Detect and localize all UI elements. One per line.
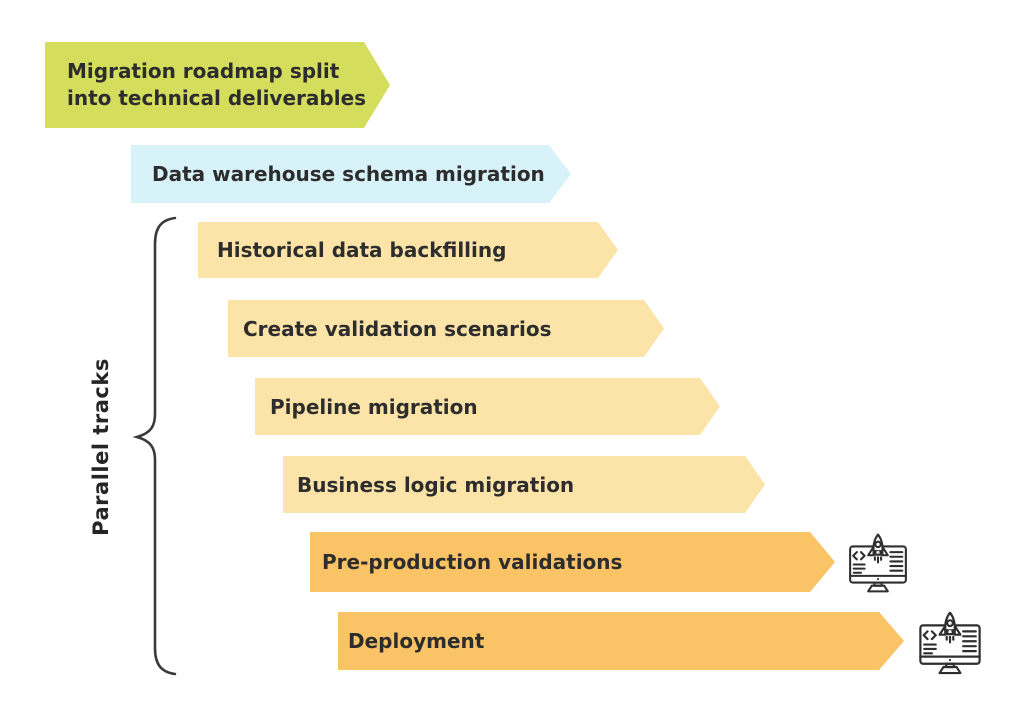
bar-pre-production-validations: Pre-production validations bbox=[310, 532, 835, 592]
parallel-tracks-label: Parallel tracks bbox=[89, 358, 113, 536]
rocket-launch-monitor-icon bbox=[919, 611, 981, 675]
title-line-2: into technical deliverables bbox=[67, 86, 367, 110]
title-banner: Migration roadmap split into technical d… bbox=[45, 42, 390, 128]
bar-create-validation-scenarios: Create validation scenarios bbox=[228, 300, 664, 357]
bar-label: Pre-production validations bbox=[322, 550, 623, 574]
bar-label: Pipeline migration bbox=[270, 394, 478, 419]
bar-label: Deployment bbox=[348, 629, 485, 653]
bar-business-logic-migration: Business logic migration bbox=[283, 456, 765, 513]
bar-label: Data warehouse schema migration bbox=[152, 162, 545, 186]
bar-label: Create validation scenarios bbox=[243, 316, 552, 341]
bar-pipeline-migration: Pipeline migration bbox=[255, 378, 720, 435]
bar-historical-data-backfilling: Historical data backfilling bbox=[198, 222, 618, 278]
bar-label: Historical data backfilling bbox=[217, 238, 507, 262]
title-line-1: Migration roadmap split bbox=[67, 59, 340, 83]
rocket-launch-monitor-icon bbox=[849, 533, 907, 593]
bar-label: Business logic migration bbox=[297, 472, 575, 497]
bar-deployment: Deployment bbox=[338, 612, 904, 670]
parallel-tracks-brace bbox=[132, 216, 177, 676]
bar-data-warehouse-schema-migration: Data warehouse schema migration bbox=[131, 145, 571, 203]
